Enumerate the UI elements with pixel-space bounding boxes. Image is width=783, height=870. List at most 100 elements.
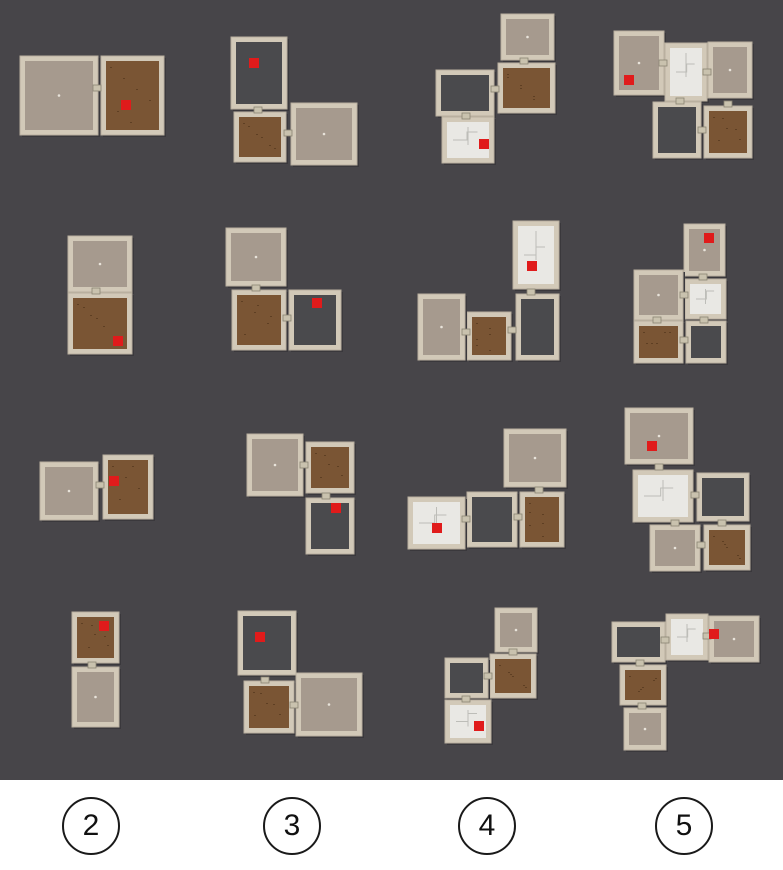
wood-grain xyxy=(638,691,640,692)
goal-marker xyxy=(647,441,657,451)
wood-grain xyxy=(110,67,112,68)
door xyxy=(508,648,518,656)
wood-grain xyxy=(279,714,281,715)
door xyxy=(679,336,689,344)
marble-vein xyxy=(524,231,545,260)
room-floor-dark xyxy=(691,326,721,358)
stone-marker xyxy=(67,489,71,493)
wood-grain xyxy=(542,536,544,537)
wood-grain xyxy=(266,703,268,704)
wood-grain xyxy=(138,488,140,489)
goal-marker xyxy=(331,503,341,513)
door xyxy=(282,314,292,322)
marble-vein xyxy=(456,710,477,727)
layout-15 xyxy=(624,407,752,573)
layout-11 xyxy=(407,428,568,551)
door xyxy=(675,97,685,105)
room-floor-dark xyxy=(243,616,291,670)
wood-grain xyxy=(737,555,739,556)
door xyxy=(637,702,647,710)
door xyxy=(699,316,709,324)
wood-grain xyxy=(104,636,106,637)
wood-grain xyxy=(269,145,271,146)
door xyxy=(461,328,471,336)
wood-grain xyxy=(315,453,317,454)
wood-grain xyxy=(253,692,255,693)
door xyxy=(717,519,727,527)
wood-grain xyxy=(722,541,724,542)
marble-vein xyxy=(677,624,696,642)
room-floor-wood xyxy=(237,295,281,345)
door xyxy=(652,316,662,324)
room-floor-dark xyxy=(472,497,512,542)
wood-grain xyxy=(713,536,715,537)
wood-grain xyxy=(341,475,343,476)
room-floor-dark xyxy=(658,107,696,153)
column-label-4: 4 xyxy=(458,797,516,855)
stone-marker xyxy=(327,703,331,706)
room-floor-wood xyxy=(625,670,661,700)
layout-12 xyxy=(444,607,539,745)
wood-grain xyxy=(739,139,741,140)
layout-5 xyxy=(230,36,359,167)
door xyxy=(490,85,500,93)
wood-grain xyxy=(243,123,245,124)
room-floor-dark xyxy=(617,627,660,657)
door xyxy=(253,106,263,114)
room-floor-dark xyxy=(441,75,489,111)
wood-grain xyxy=(655,678,657,679)
wood-grain xyxy=(507,74,509,75)
wood-grain xyxy=(125,477,127,478)
door xyxy=(698,273,708,281)
wood-grain xyxy=(320,477,322,478)
door xyxy=(321,492,331,500)
layout-2 xyxy=(67,235,134,356)
door xyxy=(654,463,664,471)
wood-grain xyxy=(136,89,138,90)
stone-marker xyxy=(643,727,647,731)
door xyxy=(702,68,712,76)
wood-grain xyxy=(77,304,79,305)
stone-marker xyxy=(732,637,736,641)
room-floor-wood xyxy=(311,447,349,488)
room-floor-dark xyxy=(236,42,282,104)
wood-grain xyxy=(119,499,121,500)
wood-grain xyxy=(489,328,491,329)
door xyxy=(461,515,471,523)
marble-vein xyxy=(453,127,478,145)
room-floor-wood xyxy=(472,317,506,355)
wood-grain xyxy=(489,334,491,335)
goal-marker xyxy=(99,621,109,631)
goal-marker xyxy=(255,632,265,642)
stone-marker xyxy=(728,68,732,72)
wood-grain xyxy=(520,85,522,86)
wood-grain xyxy=(273,704,275,705)
wood-grain xyxy=(476,345,478,346)
door xyxy=(697,126,707,134)
wood-grain xyxy=(489,350,491,351)
wood-grain xyxy=(718,140,720,141)
door xyxy=(519,57,529,65)
stone-marker xyxy=(657,293,660,297)
door xyxy=(660,636,670,644)
wood-grain xyxy=(713,117,715,118)
wood-grain xyxy=(669,332,671,333)
door xyxy=(87,661,97,669)
environment-grid xyxy=(0,0,783,780)
marble-vein xyxy=(696,289,715,304)
goal-marker xyxy=(709,629,719,639)
room-floor-wood xyxy=(639,326,678,358)
wood-grain xyxy=(81,623,83,624)
wood-grain xyxy=(96,318,98,319)
wood-grain xyxy=(117,111,119,112)
door xyxy=(461,112,471,120)
layout-6 xyxy=(225,227,343,352)
wood-grain xyxy=(248,126,250,127)
stone-marker xyxy=(514,628,518,632)
stone-marker xyxy=(673,546,677,550)
wood-grain xyxy=(112,466,114,467)
wood-grain xyxy=(88,647,90,648)
wood-grain xyxy=(328,464,330,465)
layout-8 xyxy=(237,610,364,738)
wood-grain xyxy=(499,665,501,666)
